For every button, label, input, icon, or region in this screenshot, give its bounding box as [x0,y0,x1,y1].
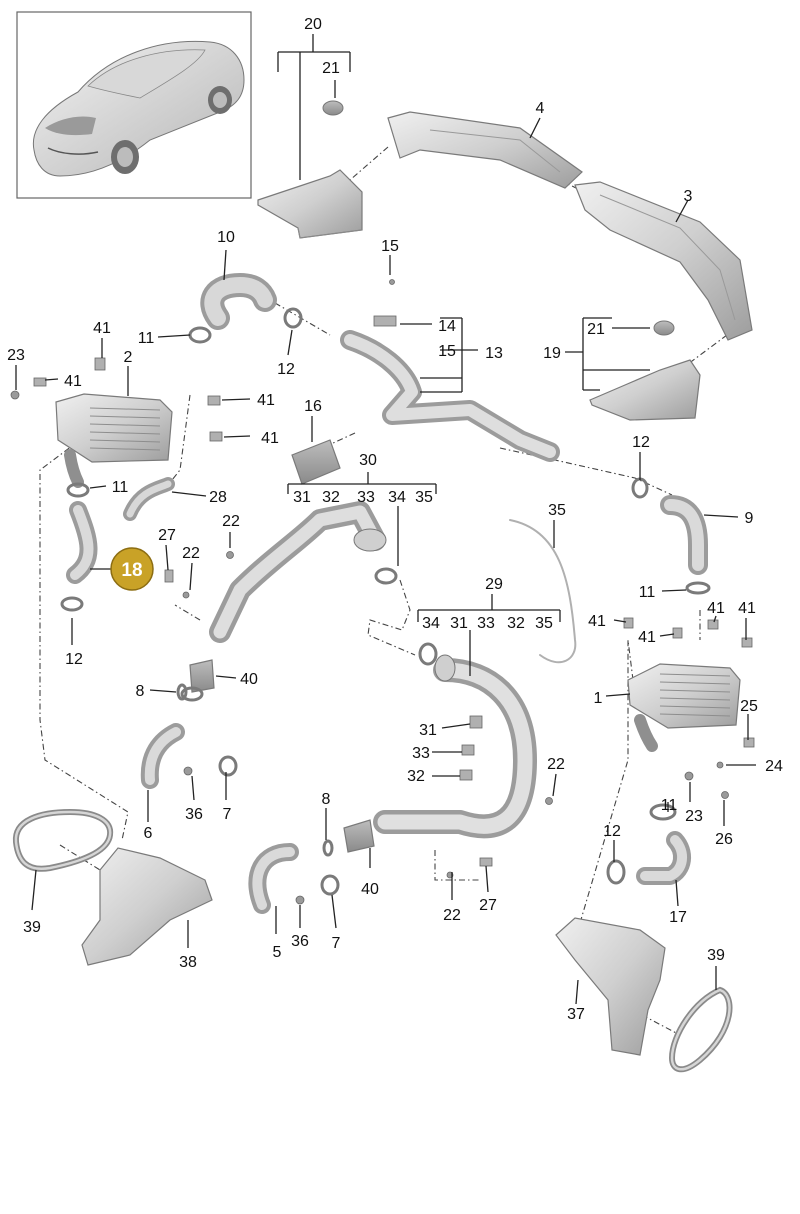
label-29: 29 [485,576,503,593]
label-11b: 11 [112,479,129,496]
label-32: 32 [407,768,425,785]
label-g30-35: 35 [415,489,433,506]
label-28: 28 [209,489,227,506]
label-31: 31 [419,722,437,739]
label-17: 17 [669,909,687,926]
label-16: 16 [304,398,322,415]
label-7a: 7 [223,806,232,823]
label-6: 6 [144,825,153,842]
label-41f: 41 [707,600,725,617]
label-g29-35: 35 [535,615,553,632]
label-g30-31: 31 [293,489,311,506]
leader-lines [15,34,756,1005]
label-38: 38 [179,954,197,971]
label-14: 14 [438,318,456,335]
label-30: 30 [359,452,377,469]
label-23b: 23 [685,808,703,825]
label-36b: 36 [291,933,309,950]
part-labels: 20 21 4 3 10 15 21 41 11 14 15 13 19 23 … [7,16,783,1023]
label-22a: 22 [222,513,240,530]
label-11a: 11 [138,330,155,347]
label-21a: 21 [322,60,340,77]
label-g30-33: 33 [357,489,375,506]
label-40b: 40 [361,881,379,898]
label-9: 9 [745,510,754,527]
label-5: 5 [273,944,282,961]
label-41h: 41 [638,629,656,646]
label-3: 3 [684,188,693,205]
label-15a: 15 [381,238,399,255]
label-13: 13 [485,345,503,362]
label-12c: 12 [65,651,83,668]
label-41d: 41 [261,430,279,447]
label-40a: 40 [240,671,258,688]
label-4: 4 [536,100,545,117]
label-27a: 27 [158,527,176,544]
label-41c: 41 [257,392,275,409]
label-g30-32: 32 [322,489,340,506]
label-12a: 12 [277,361,295,378]
label-25: 25 [740,698,758,715]
label-g29-33: 33 [477,615,495,632]
label-41a: 41 [93,320,111,337]
label-11d: 11 [661,797,678,814]
connection-lines [39,146,728,1036]
highlighted-part-18-badge[interactable]: 18 [110,547,154,591]
label-2: 2 [124,349,133,366]
label-12b: 12 [632,434,650,451]
label-22c: 22 [547,756,565,773]
label-g29-31: 31 [450,615,468,632]
label-26: 26 [715,831,733,848]
label-22d: 22 [443,907,461,924]
label-39b: 39 [707,947,725,964]
parts-artwork [10,100,755,1073]
label-39a: 39 [23,919,41,936]
label-11c: 11 [639,584,656,601]
label-1: 1 [594,690,603,707]
label-19: 19 [543,345,561,362]
label-41g: 41 [738,600,756,617]
label-33: 33 [412,745,430,762]
label-g29-32: 32 [507,615,525,632]
label-37: 37 [567,1006,585,1023]
label-41b: 41 [64,373,82,390]
label-10: 10 [217,229,235,246]
label-g29-34: 34 [422,615,440,632]
label-12d: 12 [603,823,621,840]
label-20: 20 [304,16,322,33]
label-35-hose: 35 [548,502,566,519]
label-8b: 8 [322,791,331,808]
part-18-label: 18 [121,560,142,581]
label-7b: 7 [332,935,341,952]
label-41e: 41 [588,613,606,630]
label-15b: 15 [438,343,456,360]
label-22b: 22 [182,545,200,562]
label-21b: 21 [587,321,605,338]
vehicle-thumbnail [16,11,252,199]
label-36a: 36 [185,806,203,823]
label-27b: 27 [479,897,497,914]
label-24: 24 [765,758,783,775]
label-g30-34: 34 [388,489,406,506]
label-23a: 23 [7,347,25,364]
label-8a: 8 [136,683,145,700]
